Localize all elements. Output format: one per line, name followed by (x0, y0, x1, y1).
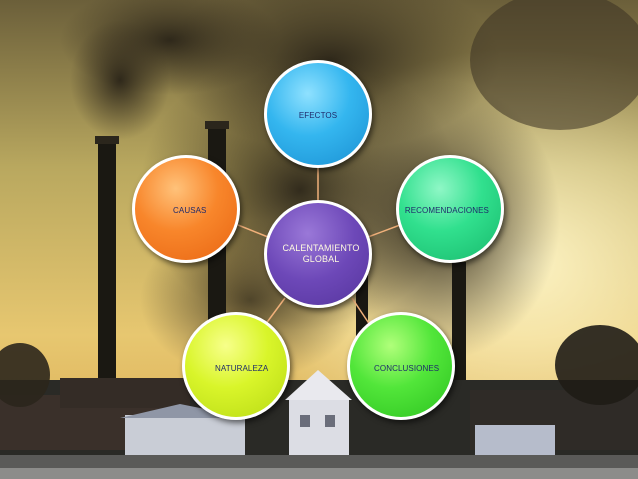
node-naturaleza: NATURALEZA (182, 312, 290, 420)
connector-recomendaciones (367, 224, 401, 238)
connector-naturaleza (264, 297, 286, 326)
center-label: CALENTAMIENTO GLOBAL (282, 243, 360, 265)
node-conclusiones-label: CONCLUSIONES (374, 364, 440, 373)
node-conclusiones: CONCLUSIONES (347, 312, 455, 420)
connector-causas (237, 224, 269, 238)
node-causas: CAUSAS (132, 155, 240, 263)
node-recomendaciones-label: RECOMENDACIONES (404, 206, 489, 215)
node-naturaleza-label: NATURALEZA (215, 364, 269, 373)
node-efectos: EFECTOS (264, 60, 372, 168)
node-causas-label: CAUSAS (173, 206, 207, 215)
node-center-calentamiento-global: CALENTAMIENTO GLOBAL (264, 200, 372, 308)
node-recomendaciones: RECOMENDACIONES (396, 155, 504, 263)
node-efectos-label: EFECTOS (298, 111, 338, 120)
connector-conclusiones (351, 297, 371, 326)
